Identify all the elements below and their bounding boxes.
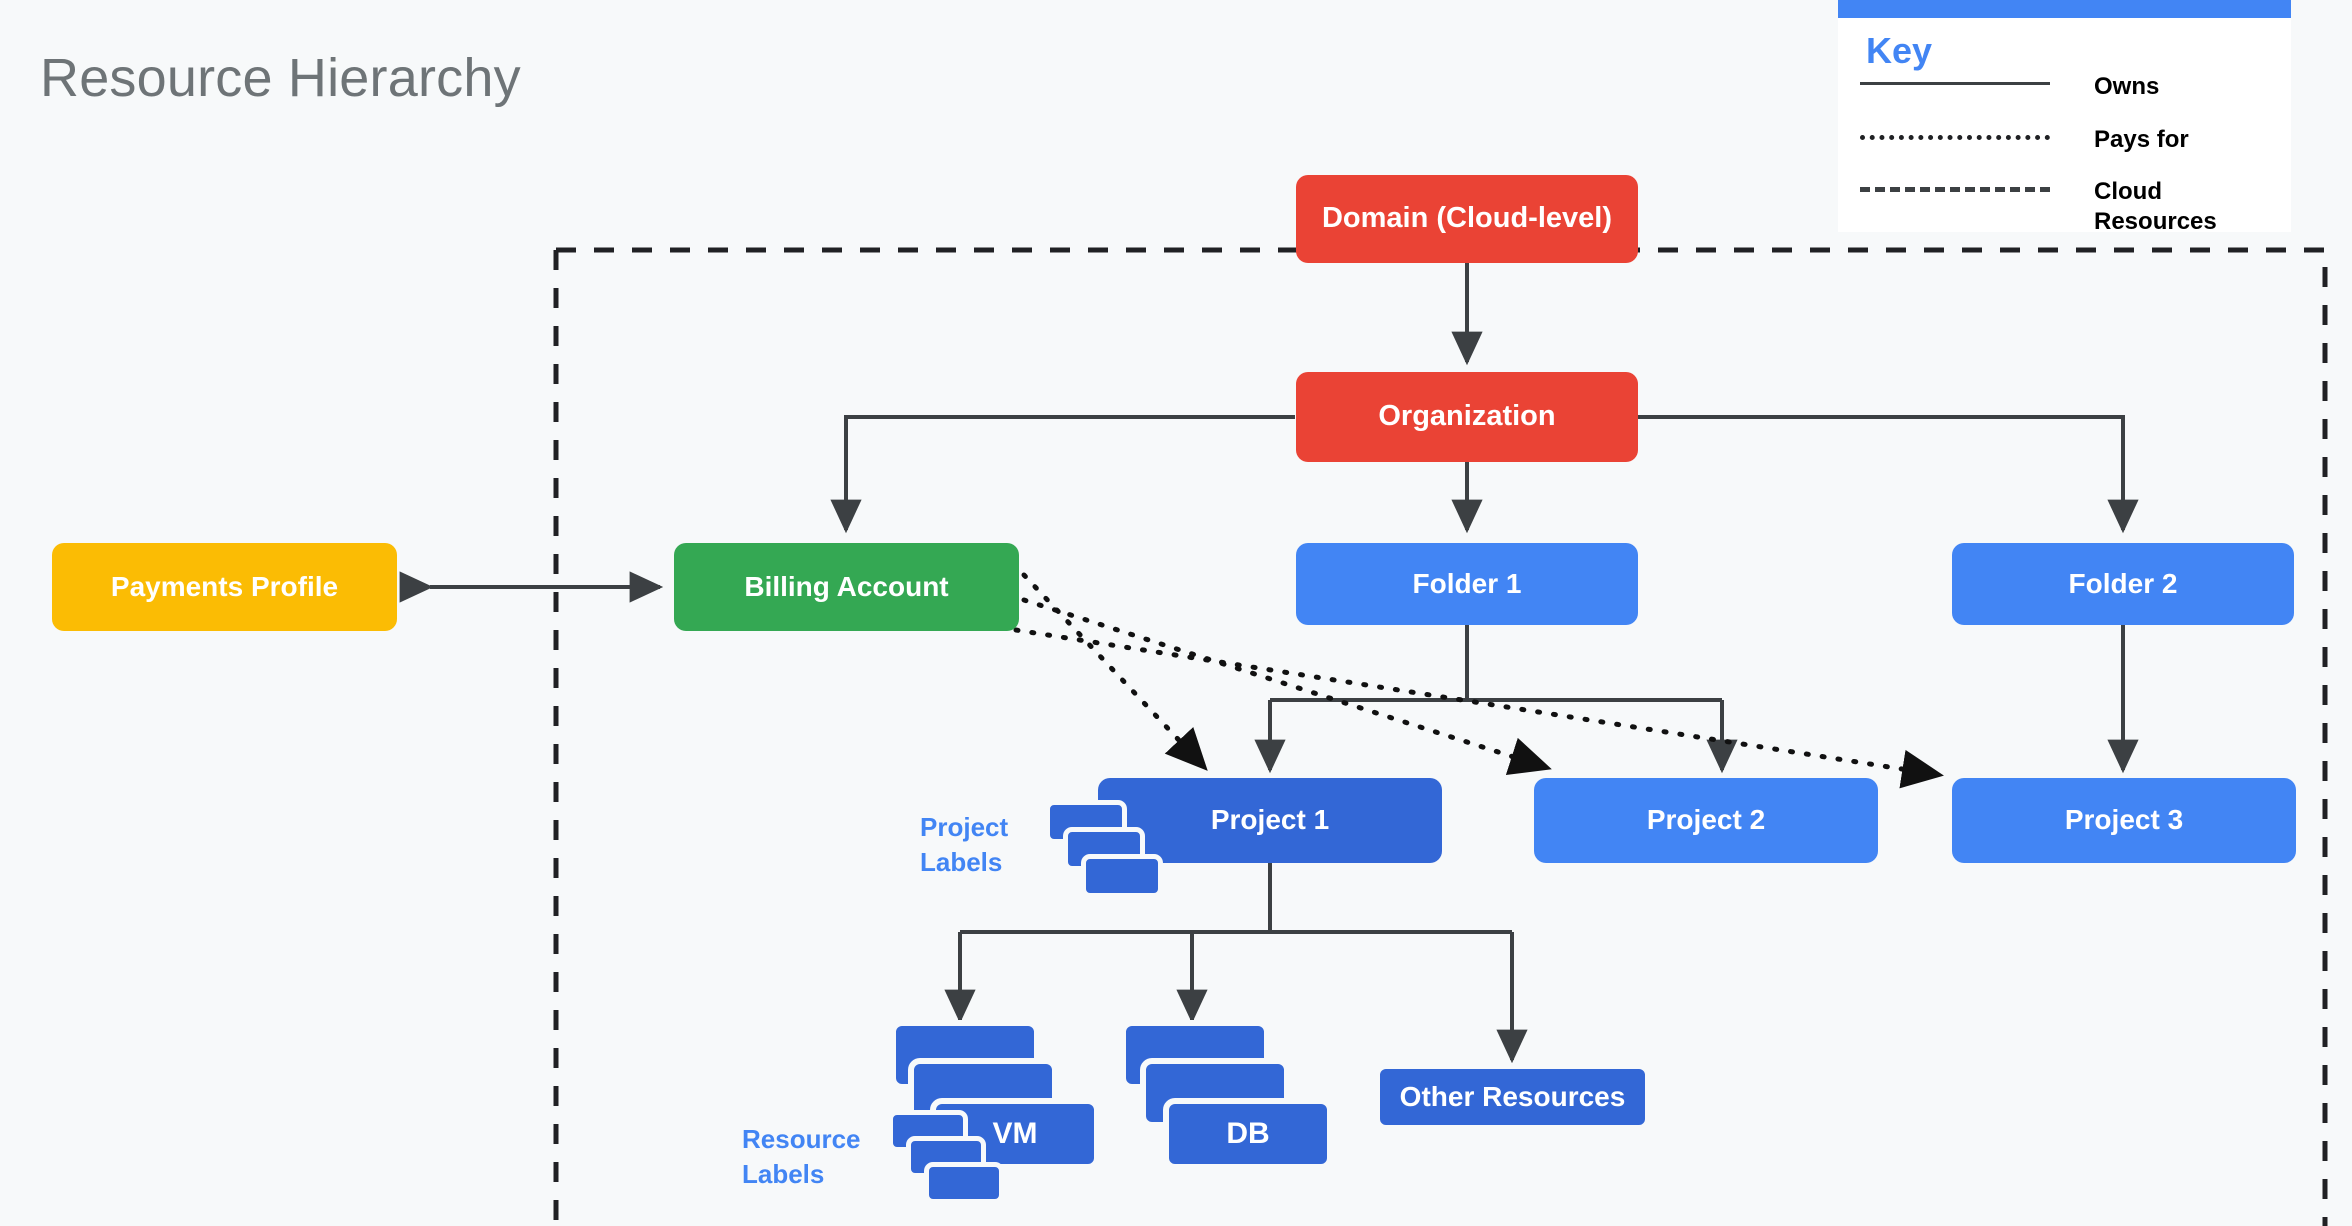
edge-billing-pays-project2 (1021, 597, 1552, 775)
project-labels-annotation: Project Labels (920, 812, 1009, 878)
edge-organization-folder2 (1638, 415, 2139, 534)
legend-line-dashed-icon (1860, 187, 2050, 192)
legend-accent-bar (1838, 0, 2291, 18)
edge-organization-billing (830, 415, 1295, 534)
legend-row-pays-for: Pays for (1860, 125, 2189, 155)
node-project-1-label: Project 1 (1210, 804, 1330, 836)
node-vm-label: VM (992, 1117, 1038, 1150)
node-organization-label: Organization (1378, 400, 1556, 433)
edge-folder1-branch (1270, 624, 1722, 702)
node-project-1[interactable]: Project 1 (1098, 778, 1442, 863)
node-project-3-label: Project 3 (2064, 804, 2184, 836)
legend-title: Key (1866, 30, 1933, 71)
node-folder-1-label: Folder 1 (1412, 567, 1522, 599)
edge-billing-pays-project3 (1013, 627, 1944, 789)
project-labels-stack (1045, 800, 1175, 898)
legend-row-cloud-resources: Cloud Resources (1860, 177, 2217, 237)
node-billing-account[interactable]: Billing Account (674, 543, 1019, 631)
legend-line-solid-icon (1860, 82, 2050, 85)
resource-labels-annotation: Resource Labels (742, 1124, 861, 1190)
legend-panel: Key Owns Pays for Cloud Resources (1838, 0, 2291, 235)
node-folder-1[interactable]: Folder 1 (1296, 543, 1638, 625)
legend-line-dotted-icon (1860, 135, 2050, 140)
legend-row-owns: Owns (1860, 72, 2159, 102)
node-domain[interactable]: Domain (Cloud-level) (1296, 175, 1638, 263)
legend-label-pays-for: Pays for (2094, 126, 2189, 153)
node-payments-profile-label: Payments Profile (110, 570, 339, 602)
node-folder-2-label: Folder 2 (2068, 567, 2178, 599)
node-domain-label: Domain (Cloud-level) (1321, 202, 1612, 235)
node-db-label: DB (1226, 1117, 1270, 1150)
legend-label-cloud-resources: Cloud Resources (2094, 178, 2217, 235)
page-title: Resource Hierarchy (40, 48, 521, 108)
node-project-3[interactable]: Project 3 (1952, 778, 2296, 863)
node-organization[interactable]: Organization (1296, 372, 1638, 462)
resource-label-tag-3 (924, 1162, 1004, 1204)
node-project-2-label: Project 2 (1646, 804, 1766, 836)
edge-billing-pays-project1 (1021, 572, 1208, 771)
node-folder-2[interactable]: Folder 2 (1952, 543, 2294, 625)
node-payments-profile[interactable]: Payments Profile (52, 543, 397, 631)
node-other-resources-label: Other Resources (1399, 1081, 1626, 1112)
resource-labels-stack (888, 1110, 1018, 1210)
node-db[interactable]: DB (1163, 1098, 1333, 1170)
cloud-resources-boundary (553, 247, 2328, 1226)
project-label-tag-3 (1081, 854, 1163, 898)
node-other-resources[interactable]: Other Resources (1374, 1063, 1651, 1131)
node-billing-account-label: Billing Account (744, 570, 949, 602)
legend-label-owns: Owns (2094, 73, 2160, 100)
edge-project1-branch (960, 862, 1512, 934)
node-project-2[interactable]: Project 2 (1534, 778, 1878, 863)
